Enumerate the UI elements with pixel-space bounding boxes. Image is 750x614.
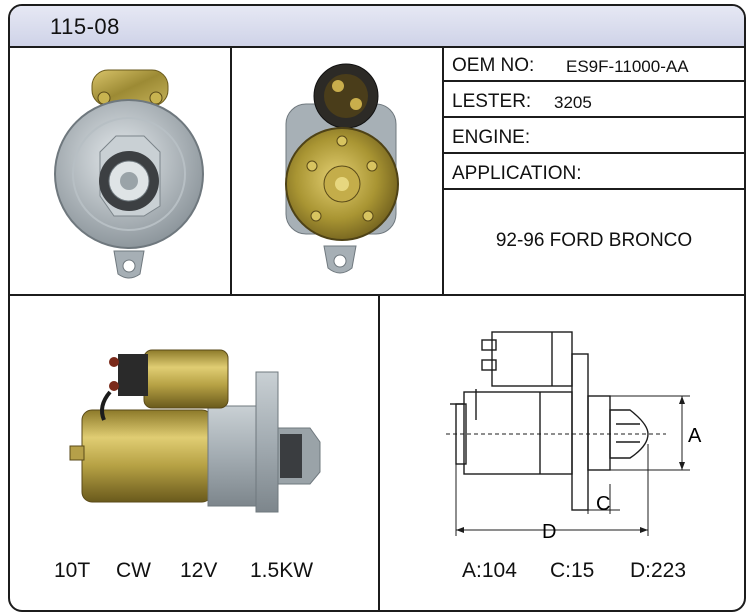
divider: [444, 116, 744, 118]
divider: [378, 296, 380, 610]
spec-label: ENGINE:: [452, 127, 531, 148]
spec-value: 3205: [554, 93, 592, 112]
voltage-spec: 12V: [180, 559, 218, 582]
starter-rear-photo: [285, 63, 399, 274]
divider: [444, 80, 744, 82]
solenoid-outline: [491, 331, 573, 387]
mounting-flange-outline: [571, 353, 589, 511]
power-spec: 1.5KW: [250, 559, 314, 582]
spec-row-engine: ENGINE:: [444, 120, 744, 154]
dimension-c-value: C:15: [550, 559, 595, 582]
divider: [230, 46, 232, 296]
dimension-label-a: A: [688, 425, 702, 447]
divider: [442, 46, 444, 296]
dimension-label-d: D: [542, 521, 556, 543]
product-sheet: 115-08 OEM NO: ES9F-11000-AA LESTER: 320…: [8, 4, 746, 612]
dimension-a-value: A:104: [462, 559, 517, 582]
rotation-spec: CW: [116, 559, 151, 582]
divider: [444, 188, 744, 190]
spec-row-lester: LESTER: 3205: [444, 84, 744, 118]
teeth-spec: 10T: [54, 559, 91, 582]
spec-value: ES9F-11000-AA: [566, 57, 689, 76]
title-bar: 115-08: [10, 6, 744, 48]
dimension-d-value: D:223: [630, 559, 687, 582]
starter-front-photo: [54, 69, 204, 279]
spec-label: LESTER:: [452, 91, 532, 112]
dimension-drawing: A C D: [446, 331, 702, 543]
spec-row-application: APPLICATION:: [444, 156, 744, 190]
spec-label: APPLICATION:: [452, 163, 582, 184]
dimension-label-c: C: [596, 493, 610, 515]
motor-body-outline: [463, 391, 573, 475]
part-number-title: 115-08: [50, 14, 120, 39]
spec-row-oem: OEM NO: ES9F-11000-AA: [444, 48, 744, 82]
application-text: 92-96 FORD BRONCO: [495, 230, 693, 251]
spec-label: OEM NO:: [452, 55, 535, 76]
divider: [444, 152, 744, 154]
divider: [10, 294, 744, 296]
starter-side-photo: [69, 349, 321, 513]
